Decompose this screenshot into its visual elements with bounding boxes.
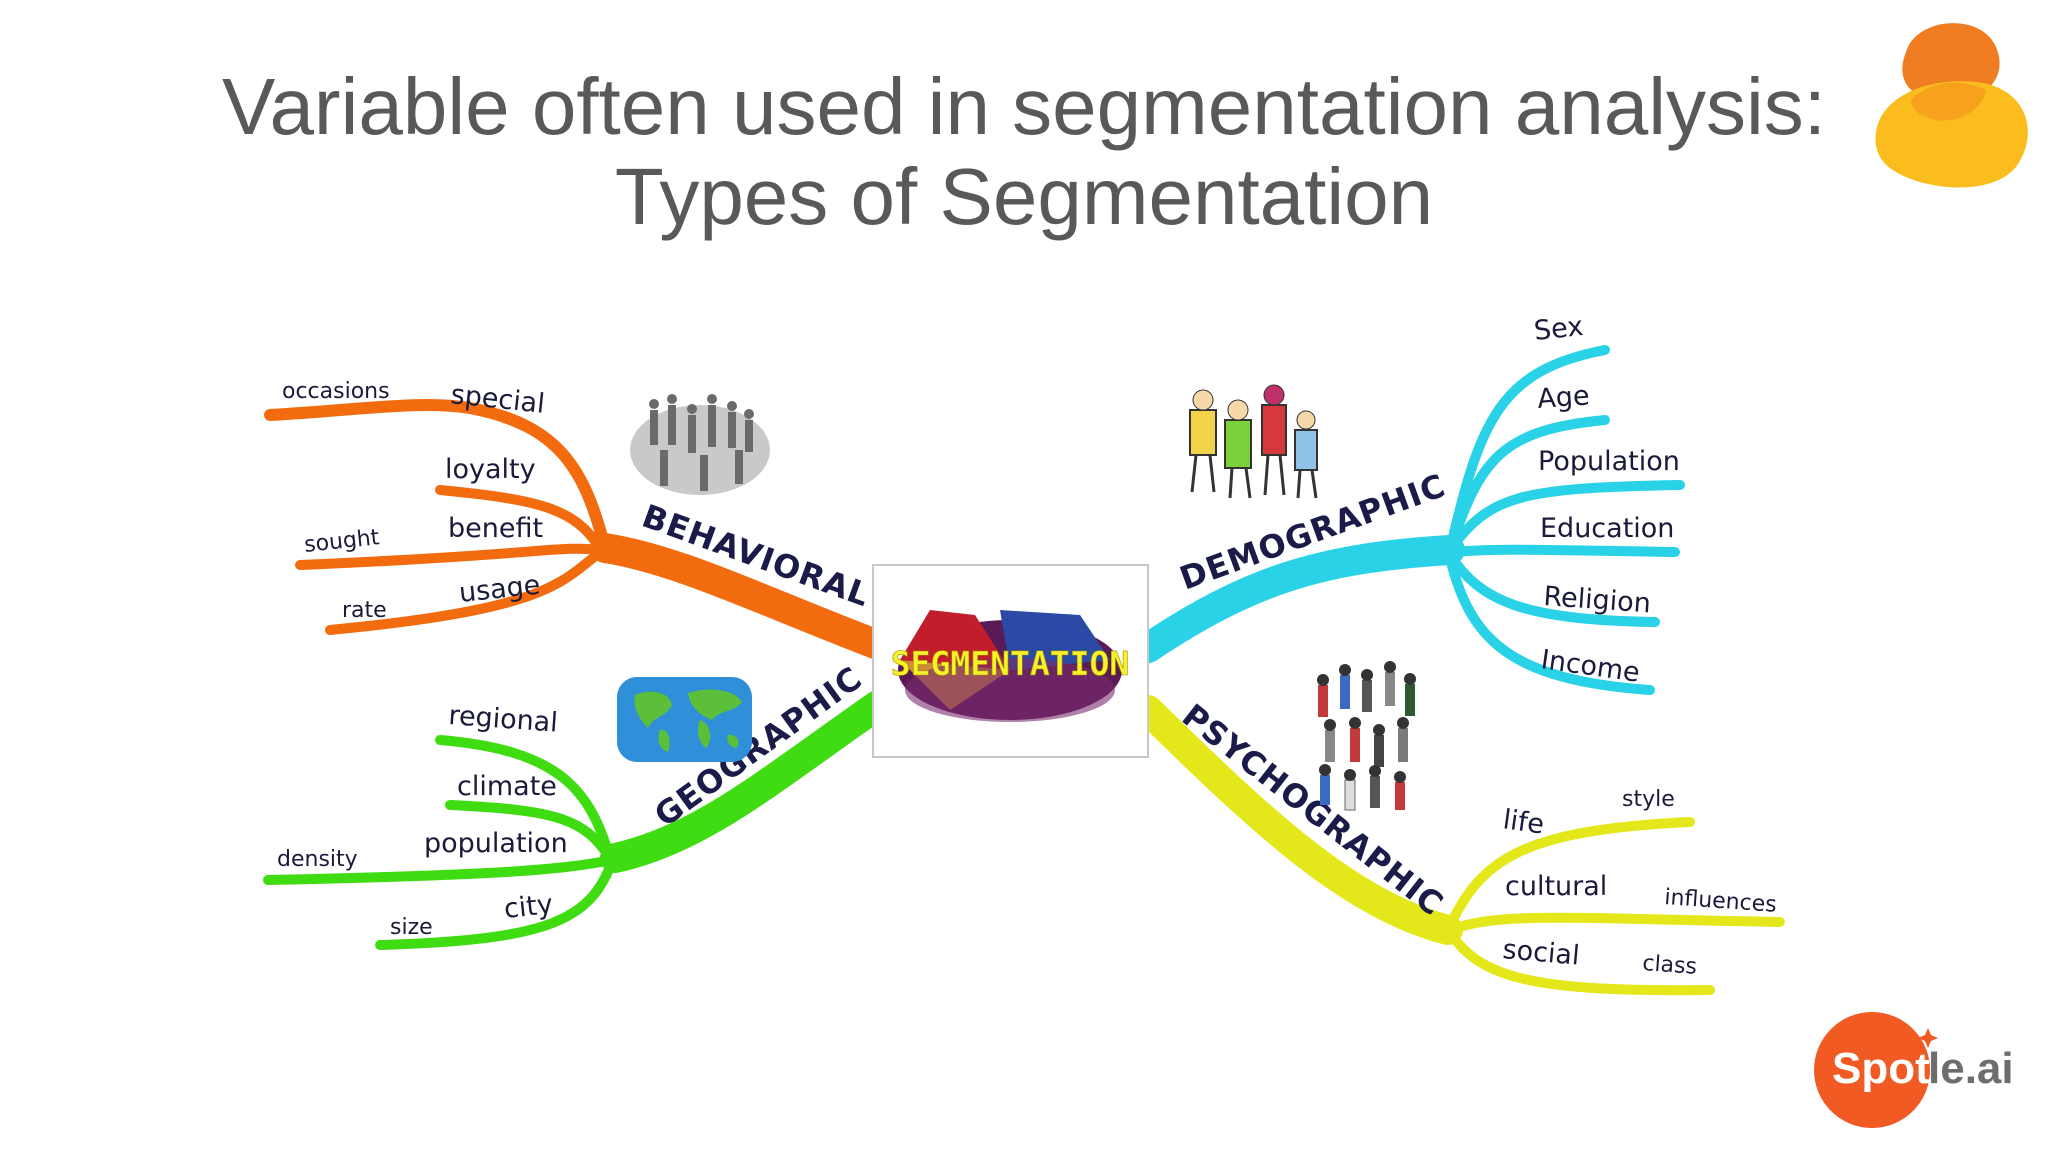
demographic-branch (1133, 345, 1685, 695)
behavioral-branch (264, 399, 893, 660)
segmentation-center-node: SEGMENTATION (872, 564, 1149, 758)
corner-logo-icon (1875, 23, 2028, 188)
center-label: SEGMENTATION (891, 644, 1129, 683)
behavioral-subitem: occasions (282, 379, 390, 404)
behavioral-item: loyalty (445, 454, 536, 485)
geographic-subitem: size (390, 915, 433, 940)
behavioral-subitem: rate (342, 598, 387, 623)
psychographic-item: social (1501, 934, 1580, 972)
demographic-item: Income (1539, 644, 1642, 689)
world-map-icon (617, 677, 752, 762)
geographic-item: regional (448, 700, 559, 739)
demographic-item: Age (1536, 380, 1590, 415)
crowd-people-icon (1317, 661, 1416, 811)
slide-title: Variable often used in segmentation anal… (0, 62, 2048, 242)
geographic-item: city (502, 889, 554, 925)
crowd-icon (630, 394, 770, 495)
psychographic-item: cultural (1505, 871, 1607, 902)
spotle-circle-icon (1814, 1012, 1938, 1128)
psychographic-subitem: class (1642, 951, 1698, 980)
title-line-1: Variable often used in segmentation anal… (222, 62, 1826, 151)
geographic-item: climate (457, 771, 557, 802)
spotle-text-white: Spot (1832, 1044, 1930, 1093)
demographic-item: Sex (1532, 311, 1584, 347)
behavioral-item: special (449, 379, 546, 420)
behavioral-subitem: sought (303, 525, 381, 558)
behavioral-item: benefit (448, 513, 543, 544)
spotle-logo: Spot le.ai (1812, 1010, 2048, 1130)
psychographic-subitem: influences (1664, 885, 1778, 918)
psychographic-label: PSYCHOGRAPHIC (1175, 696, 1451, 923)
psychographic-item: life (1501, 804, 1546, 840)
demographic-item: Religion (1543, 581, 1652, 619)
psychographic-subitem: style (1622, 787, 1675, 812)
demographic-item: Population (1538, 446, 1680, 477)
psychographic-branch (1133, 695, 1785, 996)
geographic-item: population (424, 828, 568, 859)
geographic-branch (263, 690, 893, 950)
title-line-2: Types of Segmentation (614, 152, 1434, 241)
geographic-subitem: density (277, 847, 358, 872)
spotle-text-rest: le.ai (1928, 1044, 2014, 1093)
behavioral-item: usage (457, 570, 541, 609)
demographic-item: Education (1540, 513, 1674, 544)
people-group-icon (1189, 384, 1318, 499)
